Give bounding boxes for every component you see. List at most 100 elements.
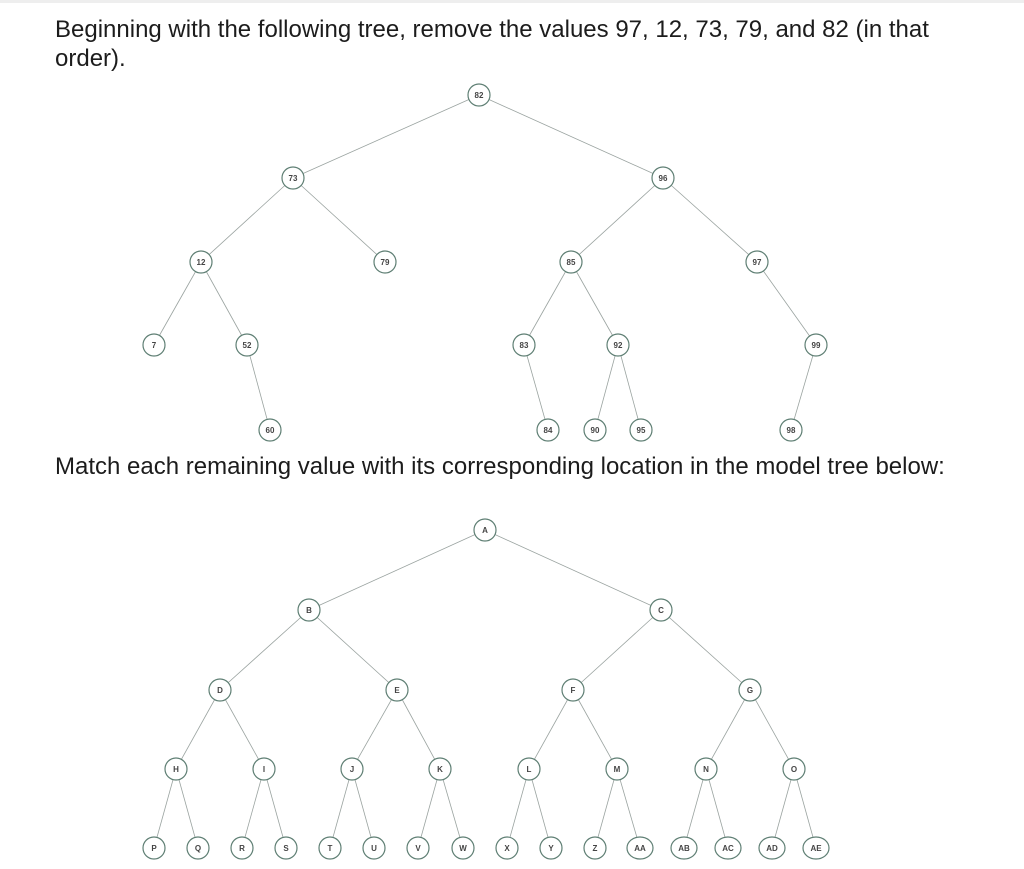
initial-tree-node-96: 96 bbox=[651, 166, 675, 190]
model-tree-node-label: A bbox=[482, 526, 488, 535]
model-tree-node-circle bbox=[230, 836, 254, 860]
initial-tree-node-label: 97 bbox=[753, 258, 762, 267]
model-tree-node-O: O bbox=[782, 757, 806, 781]
model-tree-node-label: V bbox=[415, 844, 421, 853]
model-tree-node-C: C bbox=[649, 598, 673, 622]
initial-tree-edge-82-96 bbox=[478, 94, 664, 179]
model-tree-node-AB: AB bbox=[670, 836, 698, 860]
initial-tree-edge-83-84 bbox=[523, 344, 549, 431]
model-tree-node-label: C bbox=[658, 606, 664, 615]
initial-tree-node-circle bbox=[559, 250, 583, 274]
model-tree-node-label: U bbox=[371, 844, 377, 853]
model-tree-node-label: G bbox=[747, 686, 753, 695]
initial-tree-node-label: 84 bbox=[544, 426, 553, 435]
model-tree-node-U: U bbox=[362, 836, 386, 860]
model-tree-node-circle bbox=[626, 836, 654, 860]
model-tree-node-Y: Y bbox=[539, 836, 563, 860]
model-tree-node-label: S bbox=[283, 844, 289, 853]
model-tree-node-label: R bbox=[239, 844, 245, 853]
model-tree-node-label: AE bbox=[810, 844, 822, 853]
initial-tree-node-92: 92 bbox=[606, 333, 630, 357]
initial-tree-node-circle bbox=[629, 418, 653, 442]
model-tree-node-circle bbox=[340, 757, 364, 781]
initial-tree-node-circle bbox=[606, 333, 630, 357]
model-tree-node-label: B bbox=[306, 606, 312, 615]
model-tree-edge-I-S bbox=[263, 768, 287, 849]
initial-tree-node-label: 7 bbox=[152, 341, 157, 350]
question-prompt-remove: Beginning with the following tree, remov… bbox=[55, 16, 929, 72]
model-tree-node-label: AD bbox=[766, 844, 778, 853]
initial-tree-node-82: 82 bbox=[467, 83, 491, 107]
model-tree-node-circle bbox=[252, 757, 276, 781]
model-tree-node-AD: AD bbox=[758, 836, 786, 860]
model-tree-node-label: D bbox=[217, 686, 223, 695]
model-tree-node-label: X bbox=[504, 844, 510, 853]
initial-tree-edge-52-60 bbox=[246, 344, 271, 431]
model-tree-node-AC: AC bbox=[714, 836, 742, 860]
initial-tree-node-label: 95 bbox=[637, 426, 646, 435]
model-tree-edge-N-AB bbox=[683, 768, 707, 849]
model-tree-node-circle bbox=[142, 836, 166, 860]
initial-tree-edge-85-83 bbox=[523, 261, 572, 346]
model-tree-node-circle bbox=[649, 598, 673, 622]
model-tree-edge-O-AD bbox=[771, 768, 795, 849]
model-tree-node-label: L bbox=[527, 765, 532, 774]
model-tree-node-circle bbox=[297, 598, 321, 622]
model-tree-edge-D-H bbox=[175, 689, 221, 770]
model-tree-edge-O-AE bbox=[793, 768, 817, 849]
model-tree-node-N: N bbox=[694, 757, 718, 781]
initial-tree-node-circle bbox=[651, 166, 675, 190]
model-tree-node-circle bbox=[714, 836, 742, 860]
model-tree-edge-H-Q bbox=[175, 768, 199, 849]
initial-tree-node-circle bbox=[373, 250, 397, 274]
model-tree-node-circle bbox=[758, 836, 786, 860]
model-tree-node-label: I bbox=[263, 765, 265, 774]
initial-tree-node-circle bbox=[779, 418, 803, 442]
model-tree-node-label: F bbox=[571, 686, 576, 695]
model-tree-edge-J-T bbox=[329, 768, 353, 849]
initial-tree-node-7: 7 bbox=[142, 333, 166, 357]
model-tree-node-label: H bbox=[173, 765, 179, 774]
model-tree-node-K: K bbox=[428, 757, 452, 781]
initial-tree-node-95: 95 bbox=[629, 418, 653, 442]
initial-tree-node-79: 79 bbox=[373, 250, 397, 274]
initial-tree-node-label: 82 bbox=[475, 91, 484, 100]
question-prompt-match: Match each remaining value with its corr… bbox=[55, 453, 945, 480]
initial-tree-node-90: 90 bbox=[583, 418, 607, 442]
initial-tree-node-circle bbox=[142, 333, 166, 357]
initial-tree-node-73: 73 bbox=[281, 166, 305, 190]
model-tree-node-label: W bbox=[459, 844, 467, 853]
model-tree-edge-A-B bbox=[308, 529, 486, 611]
model-tree-node-circle bbox=[406, 836, 430, 860]
initial-tree-edge-99-98 bbox=[790, 344, 817, 431]
initial-tree-edge-73-79 bbox=[292, 177, 386, 263]
initial-tree-node-label: 96 bbox=[659, 174, 668, 183]
initial-tree-node-label: 73 bbox=[289, 174, 298, 183]
model-tree-edge-M-Z bbox=[594, 768, 618, 849]
model-tree-node-circle bbox=[539, 836, 563, 860]
initial-tree-node-label: 79 bbox=[381, 258, 390, 267]
model-tree-node-label: E bbox=[394, 686, 400, 695]
initial-tree-edge-92-90 bbox=[594, 344, 619, 431]
model-tree-node-E: E bbox=[385, 678, 409, 702]
initial-tree-node-circle bbox=[467, 83, 491, 107]
model-tree-node-label: AB bbox=[678, 844, 690, 853]
initial-tree-node-label: 99 bbox=[812, 341, 821, 350]
model-tree-node-circle bbox=[605, 757, 629, 781]
model-tree-node-circle bbox=[208, 678, 232, 702]
initial-tree-node-label: 98 bbox=[787, 426, 796, 435]
model-tree-node-circle bbox=[362, 836, 386, 860]
initial-tree-node-label: 92 bbox=[614, 341, 623, 350]
initial-tree-edge-97-99 bbox=[756, 261, 817, 346]
model-tree-node-W: W bbox=[451, 836, 475, 860]
initial-tree-node-99: 99 bbox=[804, 333, 828, 357]
initial-tree-node-84: 84 bbox=[536, 418, 560, 442]
model-tree-edge-G-O bbox=[749, 689, 795, 770]
model-tree-node-D: D bbox=[208, 678, 232, 702]
model-tree-node-circle bbox=[670, 836, 698, 860]
model-tree-node-circle bbox=[318, 836, 342, 860]
model-tree-node-AE: AE bbox=[802, 836, 830, 860]
model-tree-node-R: R bbox=[230, 836, 254, 860]
initial-tree-edge-12-52 bbox=[200, 261, 248, 346]
model-tree-edge-C-G bbox=[660, 609, 751, 691]
